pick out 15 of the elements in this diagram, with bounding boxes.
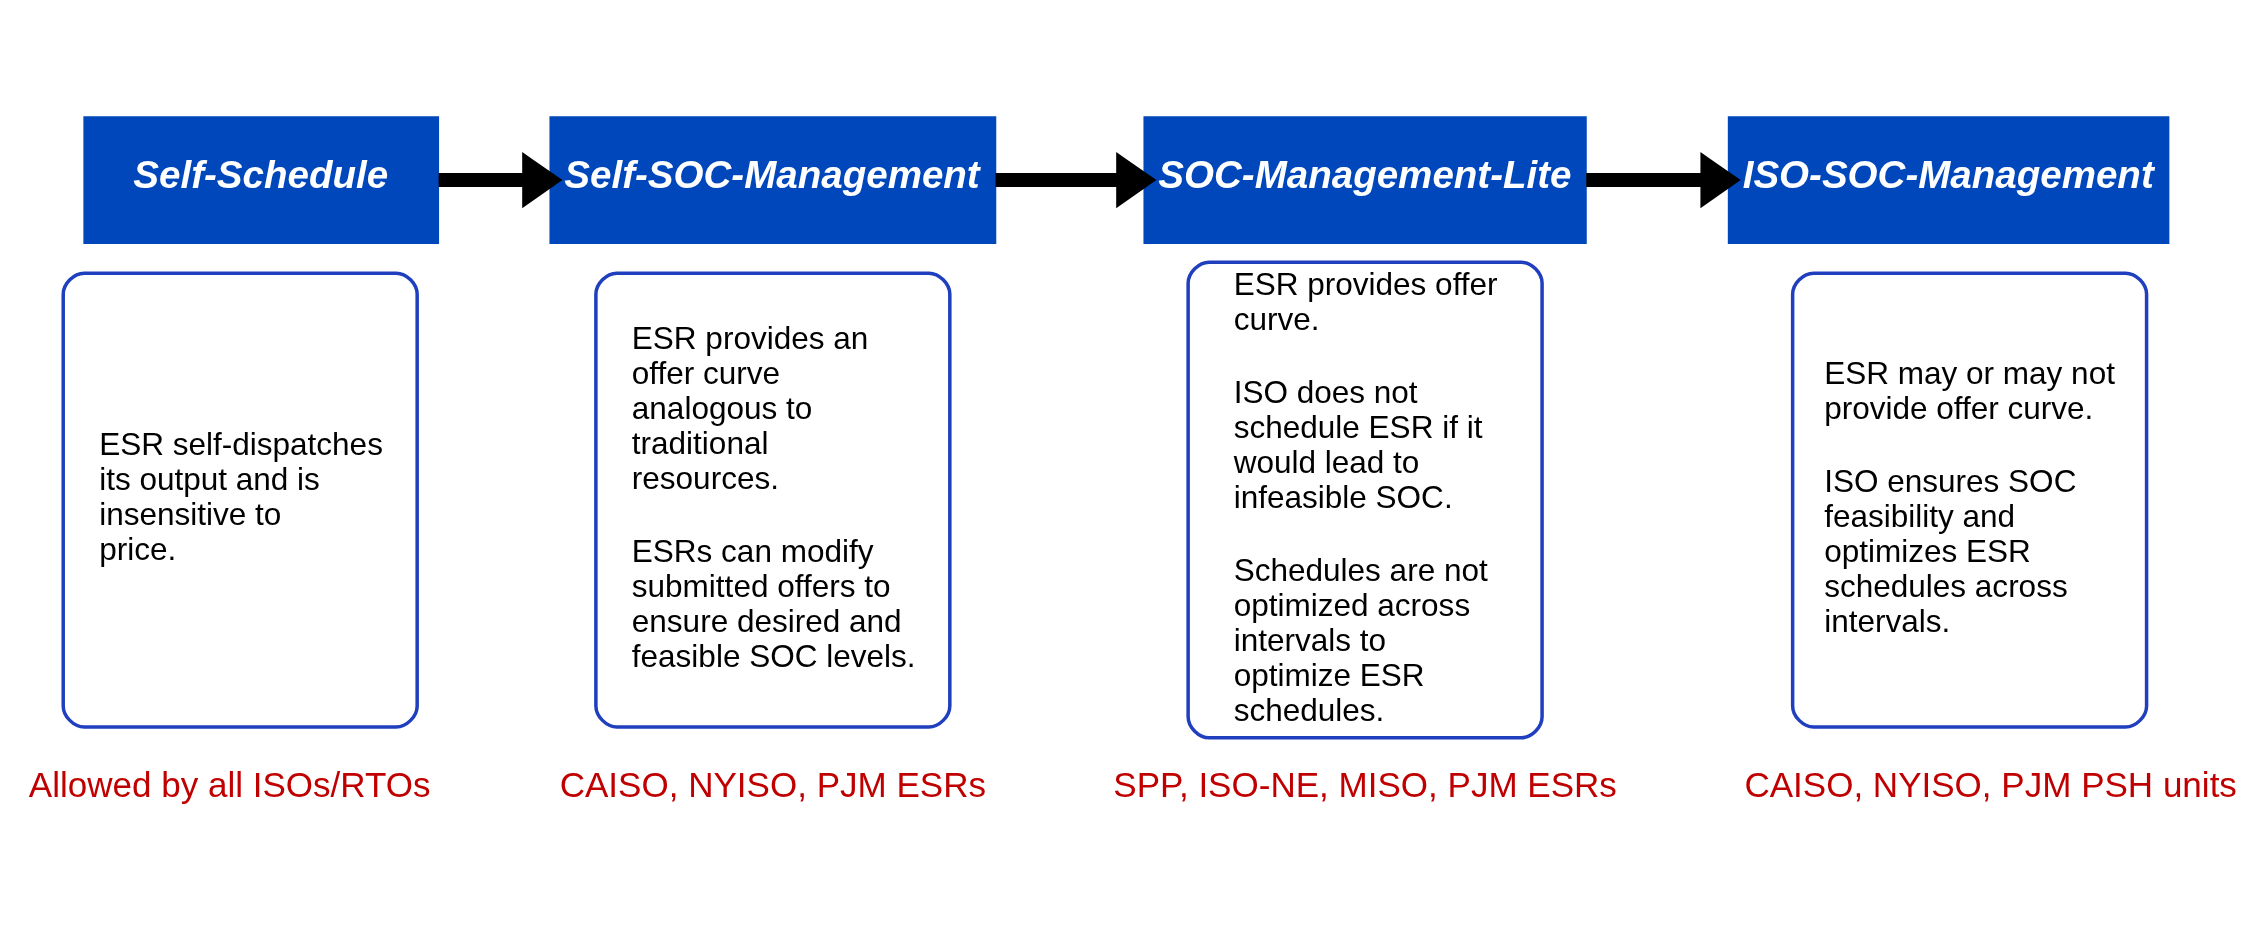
node-box: Self-SOC-Management: [549, 116, 997, 245]
node-box: SOC-Management-Lite: [1143, 116, 1587, 245]
node-label: Allowed by all ISOs/RTOs: [28, 765, 431, 805]
node-box: ESR self-dispatches its output and is insensitive to price.: [61, 271, 419, 729]
arrow: [1586, 151, 1741, 209]
node-label: CAISO, NYISO, PJM PSH units: [1744, 765, 2237, 805]
node-label: SPP, ISO-NE, MISO, PJM ESRs: [1113, 765, 1617, 805]
arrow: [995, 151, 1157, 209]
node-box: ESR provides an offer curve analogous to traditional resources. ESRs can modify submitted offers to ensure desired and feasible SOC levels.: [594, 271, 952, 729]
node-box: ESR provides offer curve. ISO does not schedule ESR if it would lead to infeasible SOC. Schedules are not optimized across intervals to optimize ESR schedules.: [1186, 260, 1544, 740]
arrow: [438, 151, 563, 209]
node-box: ISO-SOC-Management: [1727, 116, 2170, 245]
node-box: ESR may or may not provide offer curve. ISO ensures SOC feasibility and optimizes ESR schedules across intervals.: [1790, 271, 2149, 729]
node-box: Self-Schedule: [83, 116, 440, 245]
node-label: CAISO, NYISO, PJM ESRs: [559, 765, 987, 805]
